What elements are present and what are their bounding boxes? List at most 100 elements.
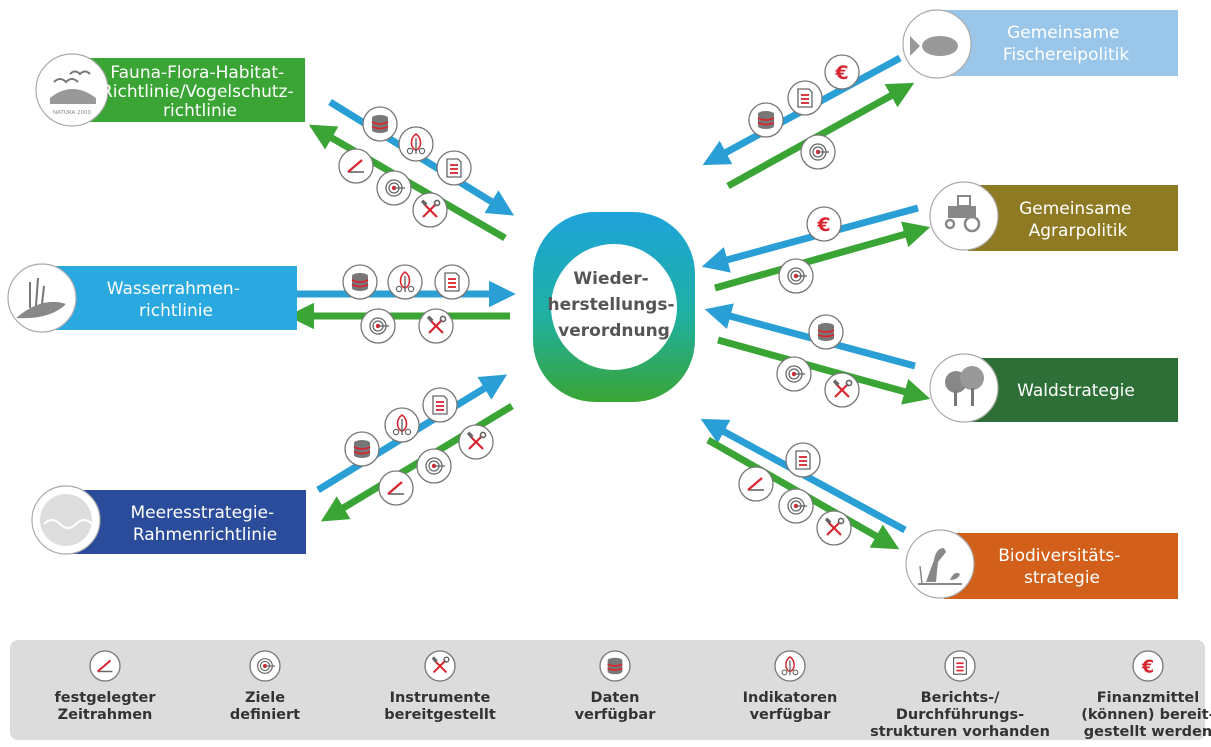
legend-label-line: Ziele — [245, 690, 285, 706]
legend-label: Finanzmittel(können) bereit-gestellt wer… — [1081, 690, 1211, 740]
arrow-center-to-wald — [717, 336, 931, 405]
policy-wrrl: Wasserrahmen- richtlinie — [7, 263, 297, 333]
euro-icon — [806, 206, 842, 242]
tools-icon — [412, 192, 448, 228]
legend-label-line: verfügbar — [575, 707, 657, 723]
center-line: Wieder- — [573, 269, 648, 289]
euro-icon — [1132, 650, 1164, 682]
policy-gap-label: Gemeinsame Agrarpolitik — [1019, 199, 1137, 241]
target-icon — [800, 134, 836, 170]
legend-label-line: Finanzmittel — [1097, 690, 1200, 706]
legend-item: Berichts-/Durchführungs-strukturen vorha… — [870, 650, 1050, 740]
policy-gfp: Gemeinsame Fischereipolitik — [902, 9, 1178, 79]
legend-label-line: Zeitrahmen — [58, 707, 153, 723]
indicator-tree-icon — [384, 407, 420, 443]
tools-icon — [418, 308, 454, 344]
report-icon — [434, 264, 470, 300]
heron-icon — [918, 548, 962, 585]
database-icon — [599, 650, 631, 682]
legend-label-line: (können) bereit- — [1081, 707, 1211, 723]
target-icon — [360, 308, 396, 344]
target-icon — [376, 170, 412, 206]
policy-wrrl-label: Wasserrahmen- richtlinie — [107, 279, 246, 321]
arrow-center-to-ffh — [308, 124, 507, 242]
target-icon — [778, 488, 814, 524]
database-icon — [748, 102, 784, 138]
policy-gfp-label: Gemeinsame Fischereipolitik — [1003, 23, 1130, 65]
legend-label-line: definiert — [230, 707, 300, 723]
policy-bio-label: Biodiversitäts- strategie — [998, 546, 1126, 588]
policy-msrl-label: Meeresstrategie- Rahmenrichtlinie — [130, 503, 279, 545]
tractor-icon — [944, 195, 981, 233]
legend-label-line: bereitgestellt — [384, 707, 496, 723]
legend-label-line: verfügbar — [750, 707, 832, 723]
legend-label-line: Indikatoren — [743, 690, 838, 706]
database-icon — [808, 314, 844, 350]
report-icon — [787, 80, 823, 116]
legend-label-line: Instrumente — [390, 690, 491, 706]
policy-msrl: Meeresstrategie- Rahmenrichtlinie — [31, 485, 306, 555]
tools-icon — [458, 424, 494, 460]
legend-item: Finanzmittel(können) bereit-gestellt wer… — [1081, 650, 1211, 740]
legend-label-line: strukturen vorhanden — [870, 724, 1050, 740]
legend-label-line: Berichts-/ — [921, 690, 1001, 706]
tools-icon — [824, 372, 860, 408]
birds-icon: NATURA 2000 — [50, 70, 96, 116]
center-hub: Wieder- herstellungs- verordnung — [533, 212, 695, 402]
fish-icon — [910, 36, 958, 56]
report-icon — [785, 442, 821, 478]
policy-ffh-label: Fauna-Flora-Habitat- Richtlinie/Vogelsch… — [101, 63, 299, 121]
legend-label-line: gestellt werden — [1084, 724, 1211, 740]
legend-label-line: Durchführungs- — [896, 707, 1024, 723]
indicator-tree-icon — [774, 650, 806, 682]
tools-icon — [816, 510, 852, 546]
database-icon — [344, 431, 380, 467]
trees-icon — [945, 366, 984, 406]
policy-gap: Gemeinsame Agrarpolitik — [929, 181, 1178, 251]
database-icon — [362, 106, 398, 142]
natura-label: NATURA 2000 — [53, 110, 91, 116]
indicator-tree-icon — [387, 264, 423, 300]
database-icon — [342, 264, 378, 300]
policy-wald: Waldstrategie — [929, 353, 1178, 423]
policy-bio: Biodiversitäts- strategie — [905, 529, 1178, 599]
target-icon — [776, 356, 812, 392]
timeframe-icon — [338, 148, 374, 184]
arrow-badges — [338, 54, 860, 546]
report-icon — [944, 650, 976, 682]
policy-ffh: NATURA 2000 Fauna-Flora-Habitat- Richtli… — [35, 53, 305, 127]
river-reeds-icon — [16, 277, 66, 319]
report-icon — [422, 387, 458, 423]
tools-icon — [424, 650, 456, 682]
report-icon — [436, 150, 472, 186]
euro-icon — [824, 54, 860, 90]
arrow-center-to-gap — [714, 221, 931, 292]
legend-label-line: festgelegter — [54, 690, 156, 706]
target-icon — [249, 650, 281, 682]
timeframe-icon — [738, 466, 774, 502]
target-icon — [416, 448, 452, 484]
timeframe-icon — [378, 470, 414, 506]
timeframe-icon — [89, 650, 121, 682]
policy-wald-label: Waldstrategie — [1017, 381, 1135, 401]
legend-label-line: Daten — [591, 690, 640, 706]
center-line: herstellungs- — [548, 295, 675, 315]
eu-sea-icon — [40, 494, 93, 546]
target-icon — [778, 258, 814, 294]
indicator-tree-icon — [398, 126, 434, 162]
center-line: verordnung — [558, 321, 670, 341]
center-title: Wieder- herstellungs- verordnung — [548, 269, 681, 341]
legend-label: Berichts-/Durchführungs-strukturen vorha… — [870, 690, 1050, 740]
